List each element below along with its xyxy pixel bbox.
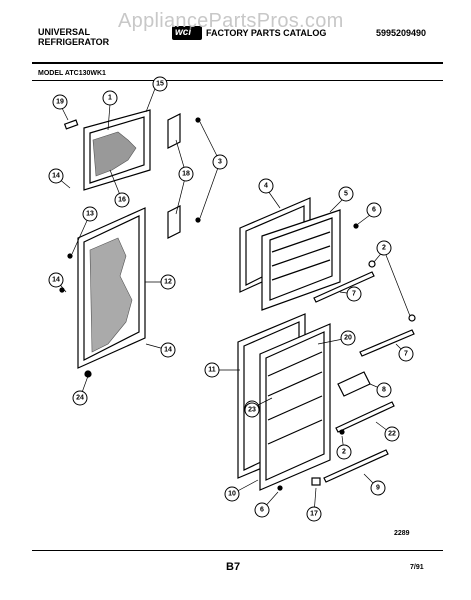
- fresh-food-door: [77, 207, 146, 369]
- callout-13: 13: [82, 206, 98, 222]
- callout-14: 14: [48, 168, 64, 184]
- callout-9: 9: [370, 480, 386, 496]
- callout-3: 3: [212, 154, 228, 170]
- callout-4: 4: [258, 178, 274, 194]
- freezer-door: [83, 109, 151, 191]
- callout-12: 12: [160, 274, 176, 290]
- callout-22: 22: [384, 426, 400, 442]
- callout-17: 17: [306, 506, 322, 522]
- callout-14: 14: [48, 272, 64, 288]
- footer-rule: [32, 550, 443, 551]
- callout-14: 14: [160, 342, 176, 358]
- callout-1: 1: [102, 90, 118, 106]
- callout-23: 23: [244, 402, 260, 418]
- catalog-title: FACTORY PARTS CATALOG: [206, 28, 327, 38]
- callout-19: 19: [52, 94, 68, 110]
- callout-15: 15: [152, 76, 168, 92]
- manufacturer-logo: wci: [172, 26, 202, 40]
- callout-11: 11: [204, 362, 220, 378]
- hinge-parts: [59, 113, 201, 378]
- brand-line-2: REFRIGERATOR: [38, 37, 110, 47]
- callout-2: 2: [376, 240, 392, 256]
- callout-10: 10: [224, 486, 240, 502]
- page-code: B7: [226, 561, 241, 573]
- callout-6: 6: [366, 202, 382, 218]
- callout-18: 18: [178, 166, 194, 182]
- header-rule: [32, 62, 443, 64]
- watermark: AppliancePartsPros.com: [118, 10, 344, 32]
- callout-7: 7: [398, 346, 414, 362]
- callout-6: 6: [254, 502, 270, 518]
- catalog-number: 5995209490: [376, 28, 427, 38]
- callout-24: 24: [72, 390, 88, 406]
- model-label: MODEL ATC130WK1: [38, 70, 106, 77]
- shelf-rails: [277, 223, 416, 491]
- callout-2: 2: [336, 444, 352, 460]
- callout-20: 20: [340, 330, 356, 346]
- freezer-door-liner: [261, 209, 341, 311]
- callout-5: 5: [338, 186, 354, 202]
- model-rule: [32, 80, 443, 81]
- callout-7: 7: [346, 286, 362, 302]
- revision-date: 7/91: [410, 564, 424, 571]
- callout-16: 16: [114, 192, 130, 208]
- drawing-number: 2289: [394, 530, 410, 537]
- brand-line-1: UNIVERSAL: [38, 27, 91, 37]
- fresh-food-door-liner: [259, 323, 331, 491]
- callout-8: 8: [376, 382, 392, 398]
